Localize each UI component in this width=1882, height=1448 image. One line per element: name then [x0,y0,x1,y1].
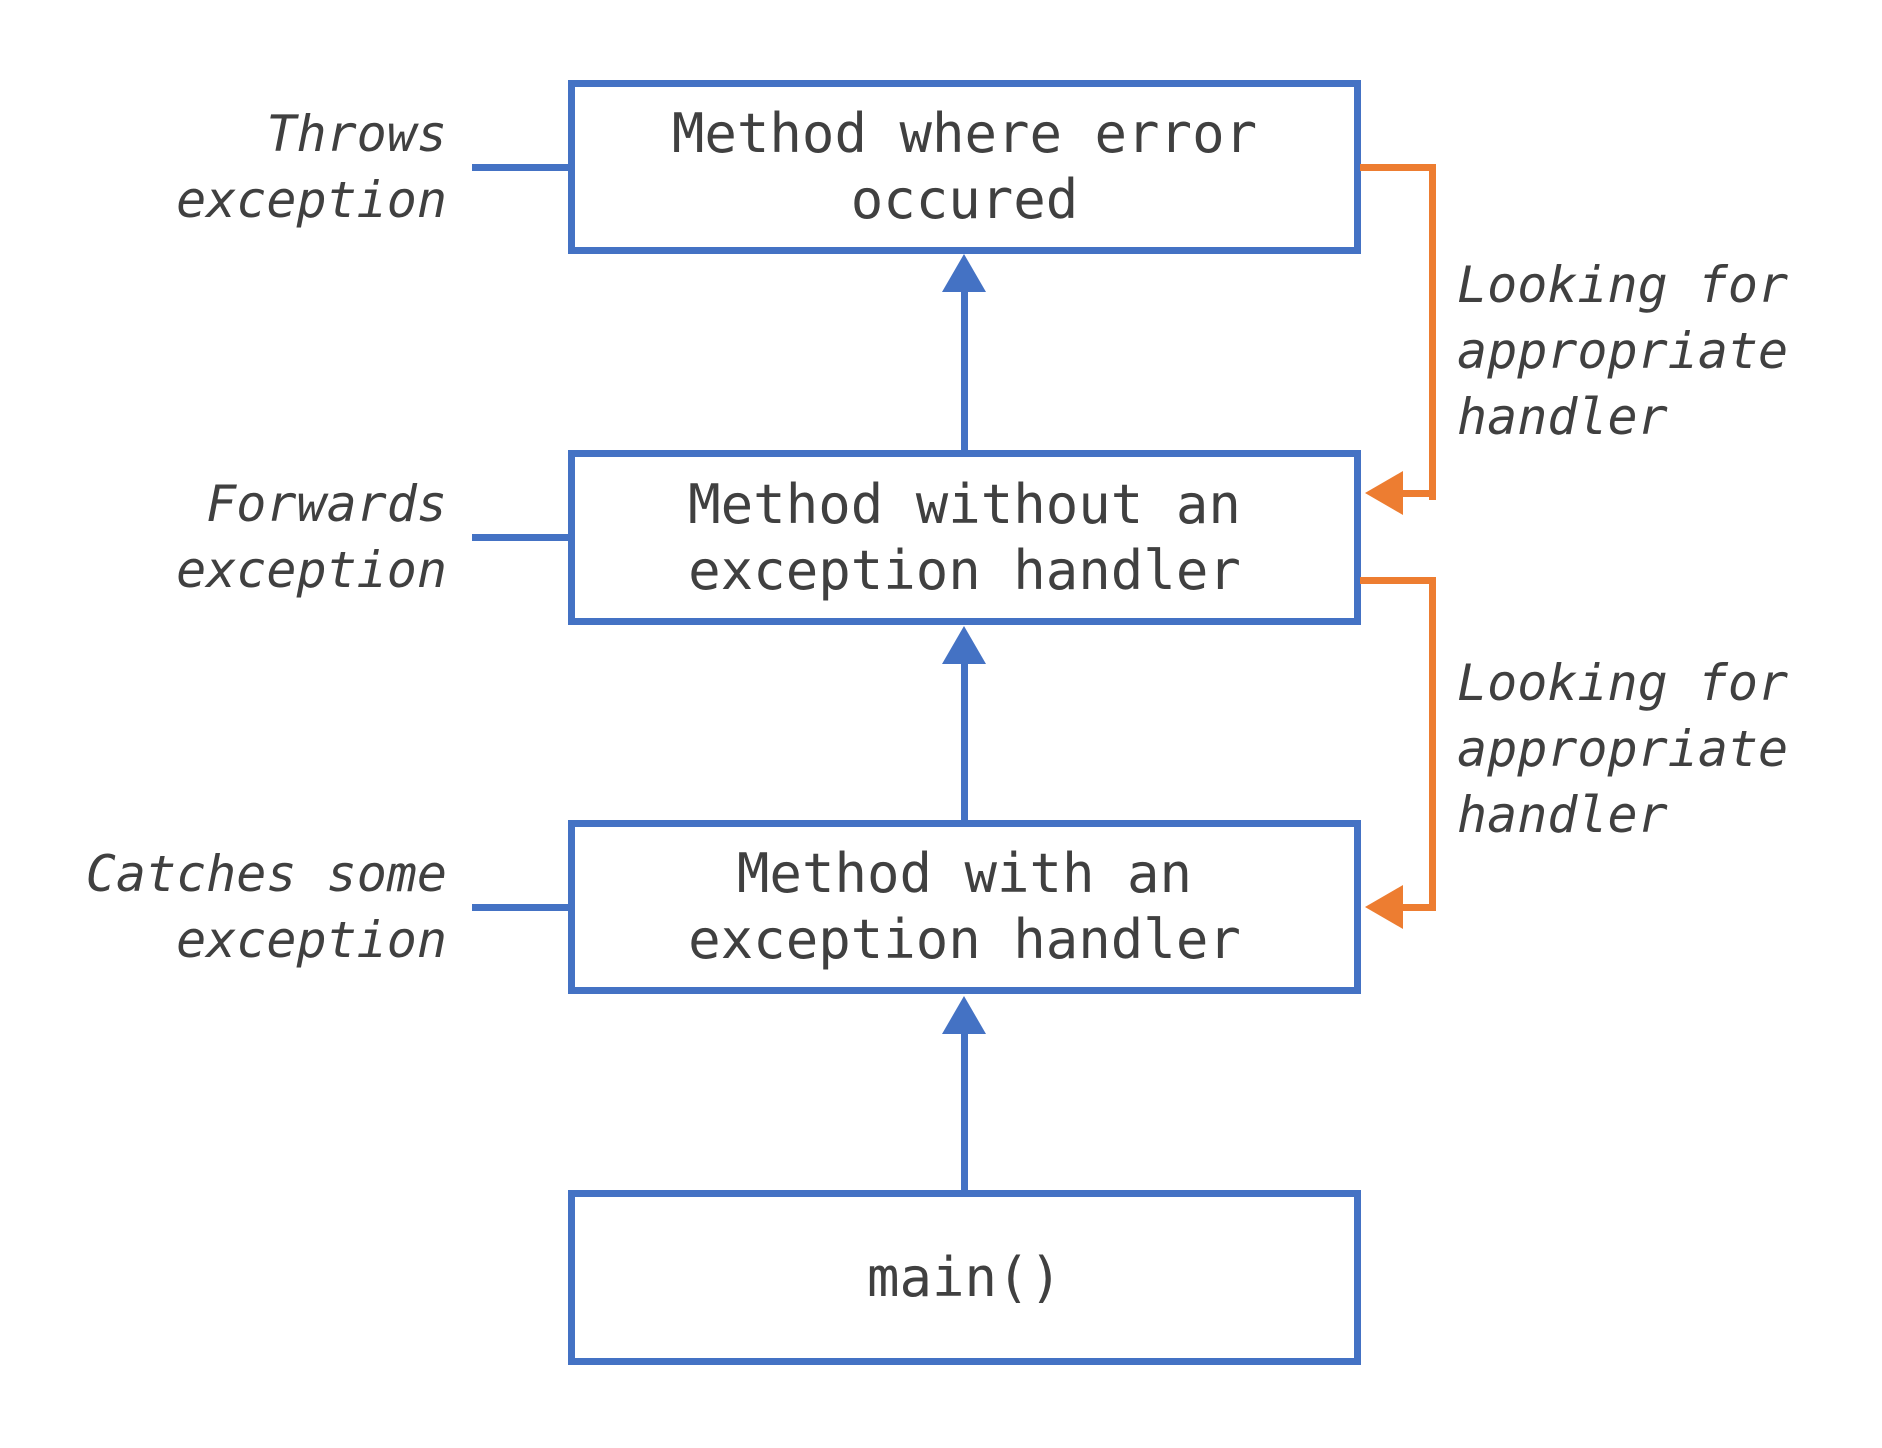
elbow-segment [1400,490,1436,497]
box-method-with-exception-handler-label: Method with an exception handler [688,842,1241,971]
left-arrowhead-icon [1365,885,1403,929]
box-method-without-exception-handler: Method without an exception handler [568,450,1361,625]
connector-line-throws [472,164,568,171]
arrow-shaft [961,1030,968,1190]
elbow-segment [1429,577,1436,911]
annotation-looking-for-handler-2: Looking for appropriate handler [1457,654,1789,844]
connector-line-catches [472,904,568,911]
left-arrowhead-icon [1365,471,1403,515]
box-method-without-exception-handler-label: Method without an exception handler [688,472,1241,602]
box-method-with-exception-handler: Method with an exception handler [568,820,1361,994]
up-arrowhead-icon [942,626,986,664]
annotation-forwards-exception: Forwards exception [176,475,447,599]
up-arrowhead-icon [942,254,986,292]
annotation-catches-some-exception: Catches some exception [85,845,447,969]
elbow-segment [1429,164,1436,500]
annotation-throws-exception: Throws exception [176,105,447,229]
arrow-shaft [961,288,968,450]
elbow-segment [1400,904,1436,911]
box-main: main() [568,1190,1361,1365]
annotation-looking-for-handler-1: Looking for appropriate handler [1457,256,1789,446]
connector-line-forwards [472,534,568,541]
arrow-shaft [961,660,968,820]
box-method-where-error-occured: Method where error occured [568,80,1361,254]
box-main-label: main() [866,1245,1063,1309]
up-arrowhead-icon [942,996,986,1034]
elbow-segment [1360,164,1436,171]
elbow-segment [1360,577,1436,584]
box-method-where-error-occured-label: Method where error occured [671,102,1258,231]
